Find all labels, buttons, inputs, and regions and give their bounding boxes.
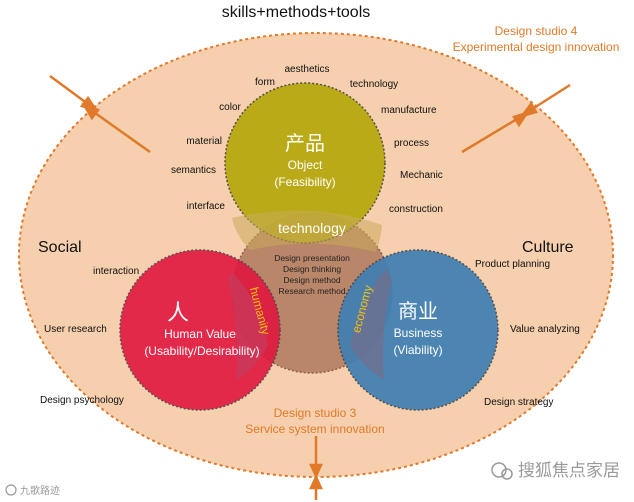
outer-labels: aesthetics form technology color manufac… (40, 64, 580, 408)
watermark-left-text: 九歌路迹 (20, 484, 60, 497)
label-mechanic: Mechanic (400, 170, 443, 181)
label-design-strategy: Design strategy (484, 397, 553, 408)
studio3-line2: Service system innovation (245, 422, 384, 436)
label-interface: interface (187, 201, 226, 212)
watermark-left-icon (5, 484, 17, 496)
arrow-bottom-inner-head (309, 463, 323, 480)
arrows (49, 74, 571, 500)
human-sub: (Usability/Desirability) (144, 344, 259, 358)
humanity-overlap (228, 272, 268, 380)
label-construction: construction (389, 204, 443, 215)
center-item: Design thinking (283, 264, 341, 274)
label-value-analyzing: Value analyzing (510, 324, 580, 335)
watermark-right: 搜狐焦点家居 (491, 461, 620, 481)
watermark-left: 九歌路迹 (5, 484, 60, 497)
label-form: form (255, 77, 275, 88)
business-zh: 商业 (398, 299, 438, 323)
business-en: Business (394, 326, 443, 340)
arrow-bottom-outer-head (309, 473, 323, 490)
studio4-line1: Design studio 4 (495, 24, 578, 38)
label-material: material (186, 136, 222, 147)
business-sub: (Viability) (393, 343, 442, 357)
human-zh: 人 (167, 301, 189, 326)
object-en: Object (288, 158, 323, 172)
label-interaction: interaction (93, 266, 139, 277)
human-en: Human Value (164, 327, 236, 341)
economy-overlap (350, 268, 392, 380)
center-item: Research method (278, 286, 345, 296)
diagram-title: skills+methods+tools (222, 4, 371, 21)
label-color: color (219, 102, 241, 113)
social-label: Social (38, 239, 82, 256)
center-list: Design presentation Design thinking Desi… (274, 253, 350, 296)
studio4-line2: Experimental design innovation (453, 40, 620, 54)
label-process: process (394, 138, 429, 149)
technology-overlap (232, 210, 382, 252)
label-design-psychology: Design psychology (40, 395, 124, 406)
watermark-right-text: 搜狐焦点家居 (518, 461, 620, 481)
wechat-icon-secondary (501, 468, 513, 480)
center-item: Design presentation (274, 253, 350, 263)
culture-label: Culture (522, 239, 574, 256)
label-product-planning: Product planning (475, 259, 550, 270)
studio3-line1: Design studio 3 (274, 406, 357, 420)
label-technology: technology (350, 79, 398, 90)
object-sub: (Feasibility) (274, 175, 335, 189)
overlap-technology: technology (278, 220, 346, 236)
wechat-icon (491, 462, 507, 478)
label-aesthetics: aesthetics (284, 64, 329, 75)
arrow-left-inner (87, 106, 151, 154)
arrow-right-outer-head (518, 101, 538, 119)
label-semantics: semantics (171, 165, 216, 176)
arrow-right-inner (461, 114, 523, 154)
object-zh: 产品 (285, 131, 325, 155)
label-manufacture: manufacture (381, 105, 437, 116)
center-item: Design method (283, 275, 340, 285)
label-user-research: User research (44, 324, 107, 335)
arrow-left-outer-head (79, 95, 99, 113)
